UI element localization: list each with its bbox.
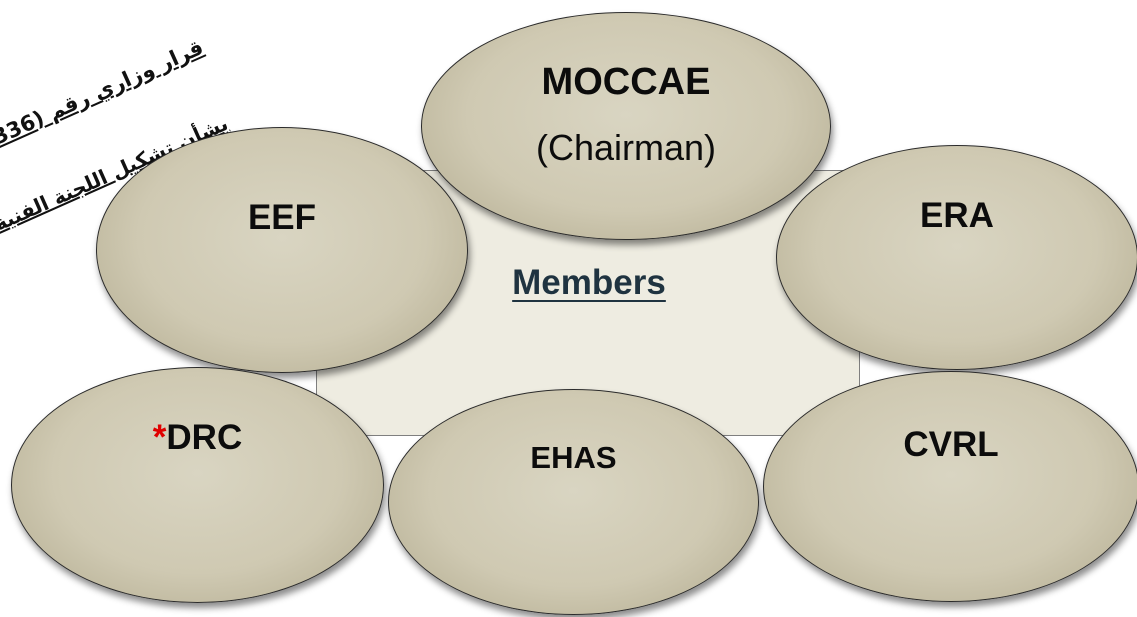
node-eef: EEF — [96, 127, 468, 373]
node-drc: *DRC — [11, 367, 384, 603]
node-moccae-label: MOCCAE — [541, 61, 711, 103]
node-ehas: EHAS — [388, 389, 759, 615]
node-cvrl: CVRL — [763, 371, 1137, 602]
node-drc-label: DRC — [166, 418, 243, 457]
node-cvrl-label: CVRL — [903, 425, 999, 464]
members-label: Members — [512, 263, 666, 302]
node-era: ERA — [776, 145, 1137, 370]
node-moccae-role: (Chairman) — [535, 127, 717, 168]
node-drc-label-wrap: *DRC — [12, 418, 383, 458]
drc-asterisk: * — [152, 418, 167, 457]
node-ehas-label: EHAS — [530, 440, 617, 475]
node-eef-label: EEF — [247, 198, 317, 237]
node-moccae: MOCCAE (Chairman) — [421, 12, 831, 240]
node-era-label: ERA — [920, 196, 994, 235]
